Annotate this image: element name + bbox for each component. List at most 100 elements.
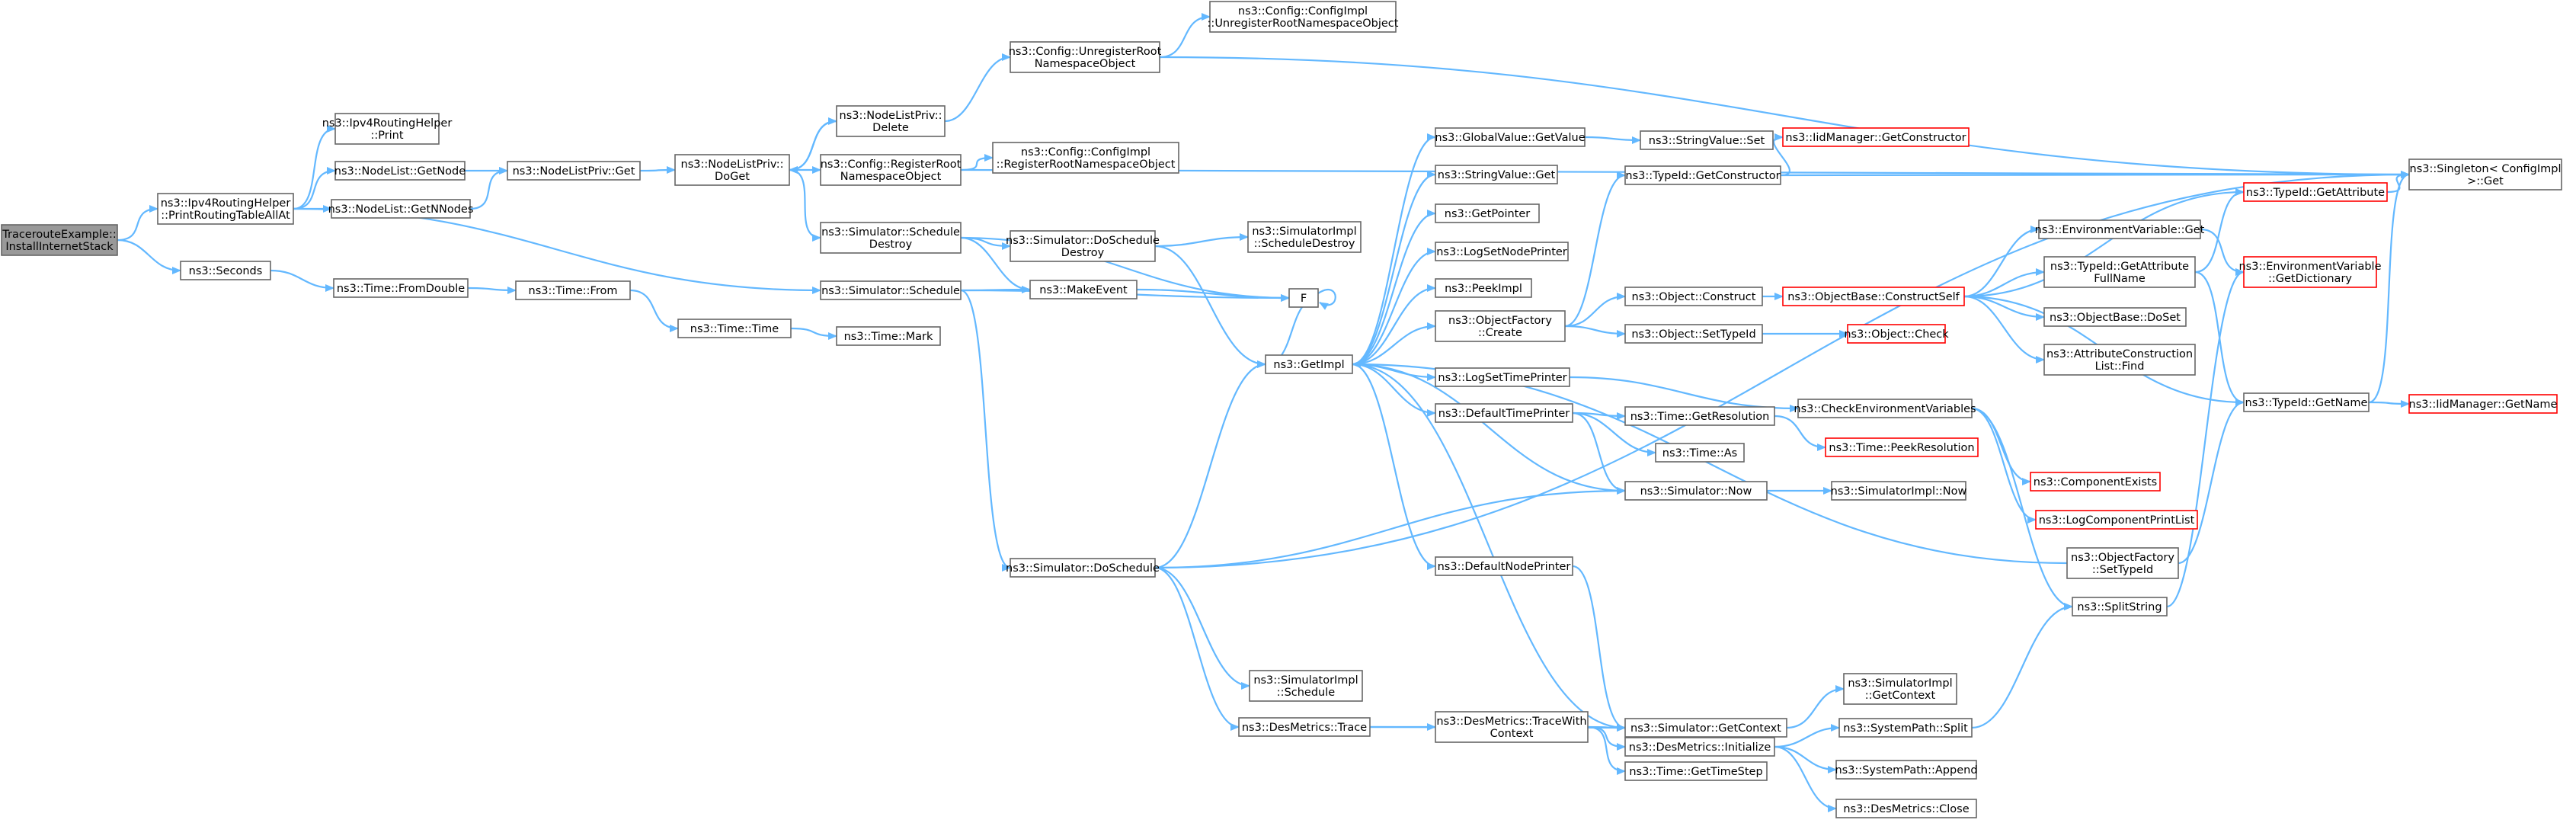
edge-ipv4print-to-print bbox=[293, 125, 336, 210]
node-destrace[interactable]: ns3::DesMetrics::Trace bbox=[1238, 717, 1371, 737]
node-logcomplist[interactable]: ns3::LogComponentPrintList bbox=[2035, 510, 2198, 530]
node-ofcreate[interactable]: ns3::ObjectFactory::Create bbox=[1435, 310, 1566, 342]
node-logsettime[interactable]: ns3::LogSetTimePrinter bbox=[1435, 367, 1570, 387]
node-simgetctx[interactable]: ns3::Simulator::GetContext bbox=[1624, 718, 1787, 738]
node-iidgetctor[interactable]: ns3::IidManager::GetConstructor bbox=[1782, 127, 1970, 147]
node-label-getresolution-0: ns3::Time::GetResolution bbox=[1630, 411, 1770, 423]
node-gettimestep[interactable]: ns3::Time::GetTimeStep bbox=[1624, 761, 1768, 781]
node-peekimpl[interactable]: ns3::PeekImpl bbox=[1435, 278, 1532, 298]
node-tidgetctor[interactable]: ns3::TypeId::GetConstructor bbox=[1624, 165, 1781, 185]
node-label-gvget-0: ns3::GlobalValue::GetValue bbox=[1435, 132, 1585, 144]
edge-makeevent-to-f bbox=[1136, 288, 1290, 302]
node-iidgetname[interactable]: ns3::IidManager::GetName bbox=[2408, 394, 2558, 414]
node-envdict[interactable]: ns3::EnvironmentVariable::GetDictionary bbox=[2238, 256, 2382, 288]
node-simimplsched[interactable]: ns3::SimulatorImpl::Schedule bbox=[1249, 670, 1363, 702]
node-logsetnode[interactable]: ns3::LogSetNodePrinter bbox=[1435, 242, 1569, 261]
node-getresolution[interactable]: ns3::Time::GetResolution bbox=[1624, 406, 1775, 426]
node-fromdouble[interactable]: ns3::Time::FromDouble bbox=[333, 278, 469, 298]
node-box-deftimeprinter bbox=[1435, 403, 1573, 423]
node-timemark[interactable]: ns3::Time::Mark bbox=[836, 326, 941, 346]
node-box-print bbox=[334, 113, 440, 145]
node-defnodeprinter[interactable]: ns3::DefaultNodePrinter bbox=[1435, 556, 1573, 576]
node-ipv4print[interactable]: ns3::Ipv4RoutingHelper::PrintRoutingTabl… bbox=[157, 193, 294, 225]
node-unregroot[interactable]: ns3::Config::UnregisterRootNamespaceObje… bbox=[1009, 41, 1162, 73]
node-timefrom[interactable]: ns3::Time::From bbox=[515, 280, 631, 300]
node-box-gettimestep bbox=[1624, 761, 1768, 781]
node-box-f bbox=[1288, 288, 1319, 308]
node-regroot[interactable]: ns3::Config::RegisterRootNamespaceObject bbox=[820, 154, 962, 186]
edge-ipv4print-to-getnode bbox=[293, 167, 336, 210]
edge-desinit-to-desclose bbox=[1774, 745, 1837, 812]
node-privdoget[interactable]: ns3::NodeListPriv::DoGet bbox=[674, 154, 790, 186]
node-simnow[interactable]: ns3::Simulator::Now bbox=[1624, 481, 1768, 501]
node-cfgunreg[interactable]: ns3::Config::ConfigImpl::UnregisterRootN… bbox=[1208, 1, 1399, 33]
node-tidgetattr[interactable]: ns3::TypeId::GetAttribute bbox=[2243, 182, 2388, 202]
node-simimplgetctx[interactable]: ns3::SimulatorImpl::GetContext bbox=[1843, 673, 1957, 705]
node-getnode[interactable]: ns3::NodeList::GetNode bbox=[334, 161, 466, 181]
node-desinit[interactable]: ns3::DesMetrics::Initialize bbox=[1624, 737, 1775, 757]
node-objcheck[interactable]: ns3::Object::Check bbox=[1844, 324, 1949, 344]
edge-getimpl-to-logsetnode bbox=[1352, 248, 1436, 366]
node-svset[interactable]: ns3::StringValue::Set bbox=[1640, 130, 1774, 150]
node-label-desinit-0: ns3::DesMetrics::Initialize bbox=[1629, 741, 1771, 754]
node-box-gvget bbox=[1435, 127, 1586, 147]
node-compexists[interactable]: ns3::ComponentExists bbox=[2030, 472, 2161, 492]
node-spappend[interactable]: ns3::SystemPath::Append bbox=[1835, 760, 1978, 780]
node-tidgetname[interactable]: ns3::TypeId::GetName bbox=[2243, 392, 2370, 412]
node-objsettypeid[interactable]: ns3::Object::SetTypeId bbox=[1624, 324, 1763, 344]
node-label-envdict-1: ::GetDictionary bbox=[2268, 273, 2352, 285]
node-splitstring[interactable]: ns3::SplitString bbox=[2072, 597, 2168, 616]
node-getimpl[interactable]: ns3::GetImpl bbox=[1265, 354, 1353, 374]
node-simimplnow[interactable]: ns3::SimulatorImpl::Now bbox=[1831, 481, 1967, 501]
node-deftimeprinter[interactable]: ns3::DefaultTimePrinter bbox=[1435, 403, 1573, 423]
node-privdelete[interactable]: ns3::NodeListPriv::Delete bbox=[836, 105, 946, 137]
node-box-ipv4print bbox=[157, 193, 294, 225]
node-box-timeas bbox=[1655, 443, 1745, 463]
node-cfgreg[interactable]: ns3::Config::ConfigImpl::RegisterRootNam… bbox=[992, 142, 1179, 174]
node-label-fromdouble-0: ns3::Time::FromDouble bbox=[337, 283, 465, 295]
node-schedule[interactable]: ns3::Simulator::Schedule bbox=[820, 280, 962, 300]
node-privget[interactable]: ns3::NodeListPriv::Get bbox=[507, 161, 641, 181]
node-timeas[interactable]: ns3::Time::As bbox=[1655, 443, 1745, 463]
node-desclose[interactable]: ns3::DesMetrics::Close bbox=[1835, 799, 1977, 818]
node-obdoset[interactable]: ns3::ObjectBase::DoSet bbox=[2043, 307, 2187, 327]
node-peekres[interactable]: ns3::Time::PeekResolution bbox=[1825, 437, 1979, 457]
node-simimplschedestroy[interactable]: ns3::SimulatorImpl::ScheduleDestroy bbox=[1247, 221, 1362, 253]
node-gvget[interactable]: ns3::GlobalValue::GetValue bbox=[1435, 127, 1586, 147]
node-svget[interactable]: ns3::StringValue::Get bbox=[1435, 165, 1558, 184]
node-getnnodes[interactable]: ns3::NodeList::GetNNodes bbox=[328, 199, 474, 219]
node-print[interactable]: ns3::Ipv4RoutingHelper::Print bbox=[322, 113, 453, 145]
node-label-getpointer-0: ns3::GetPointer bbox=[1445, 208, 1531, 220]
node-checkenv[interactable]: ns3::CheckEnvironmentVariables bbox=[1794, 399, 1976, 418]
node-label-timefrom-0: ns3::Time::From bbox=[529, 285, 618, 297]
node-obconstructself[interactable]: ns3::ObjectBase::ConstructSelf bbox=[1782, 287, 1965, 306]
edge-getimpl-to-svget bbox=[1352, 171, 1436, 366]
node-label-defnodeprinter-0: ns3::DefaultNodePrinter bbox=[1438, 561, 1571, 573]
node-root[interactable]: TracerouteExample::InstallInternetStack bbox=[1, 224, 118, 256]
node-label-schedestroy-0: ns3::Simulator::Schedule bbox=[821, 226, 960, 239]
edge-spsplit-to-splitstring bbox=[1971, 603, 2073, 729]
edge-simgetctx-to-getimpl bbox=[1352, 360, 1626, 729]
node-makeevent[interactable]: ns3::MakeEvent bbox=[1029, 280, 1138, 299]
node-label-logsetnode-0: ns3::LogSetNodePrinter bbox=[1436, 246, 1567, 258]
node-seconds[interactable]: ns3::Seconds bbox=[180, 261, 271, 280]
node-f[interactable]: F bbox=[1288, 288, 1319, 308]
node-dosched[interactable]: ns3::Simulator::DoSchedule bbox=[1006, 558, 1160, 578]
node-ofsettypeid[interactable]: ns3::ObjectFactory::SetTypeId bbox=[2066, 547, 2179, 579]
edge-checkenv-to-logcomplist bbox=[1971, 407, 2037, 524]
node-label-f-0: F bbox=[1301, 293, 1307, 305]
node-schedestroy[interactable]: ns3::Simulator::ScheduleDestroy bbox=[820, 222, 962, 254]
node-objconstruct[interactable]: ns3::Object::Construct bbox=[1624, 287, 1763, 306]
node-envget[interactable]: ns3::EnvironmentVariable::Get bbox=[2035, 219, 2205, 239]
node-timetime[interactable]: ns3::Time::Time bbox=[677, 319, 792, 338]
edge-obconstructself-to-attrfind bbox=[1963, 295, 2045, 363]
node-getpointer[interactable]: ns3::GetPointer bbox=[1435, 203, 1540, 223]
node-box-objsettypeid bbox=[1624, 324, 1763, 344]
node-singleton[interactable]: ns3::Singleton< ConfigImpl >::Get bbox=[2408, 159, 2562, 191]
node-label-privdoget-1: DoGet bbox=[715, 171, 750, 183]
node-spsplit[interactable]: ns3::SystemPath::Split bbox=[1838, 718, 1973, 738]
